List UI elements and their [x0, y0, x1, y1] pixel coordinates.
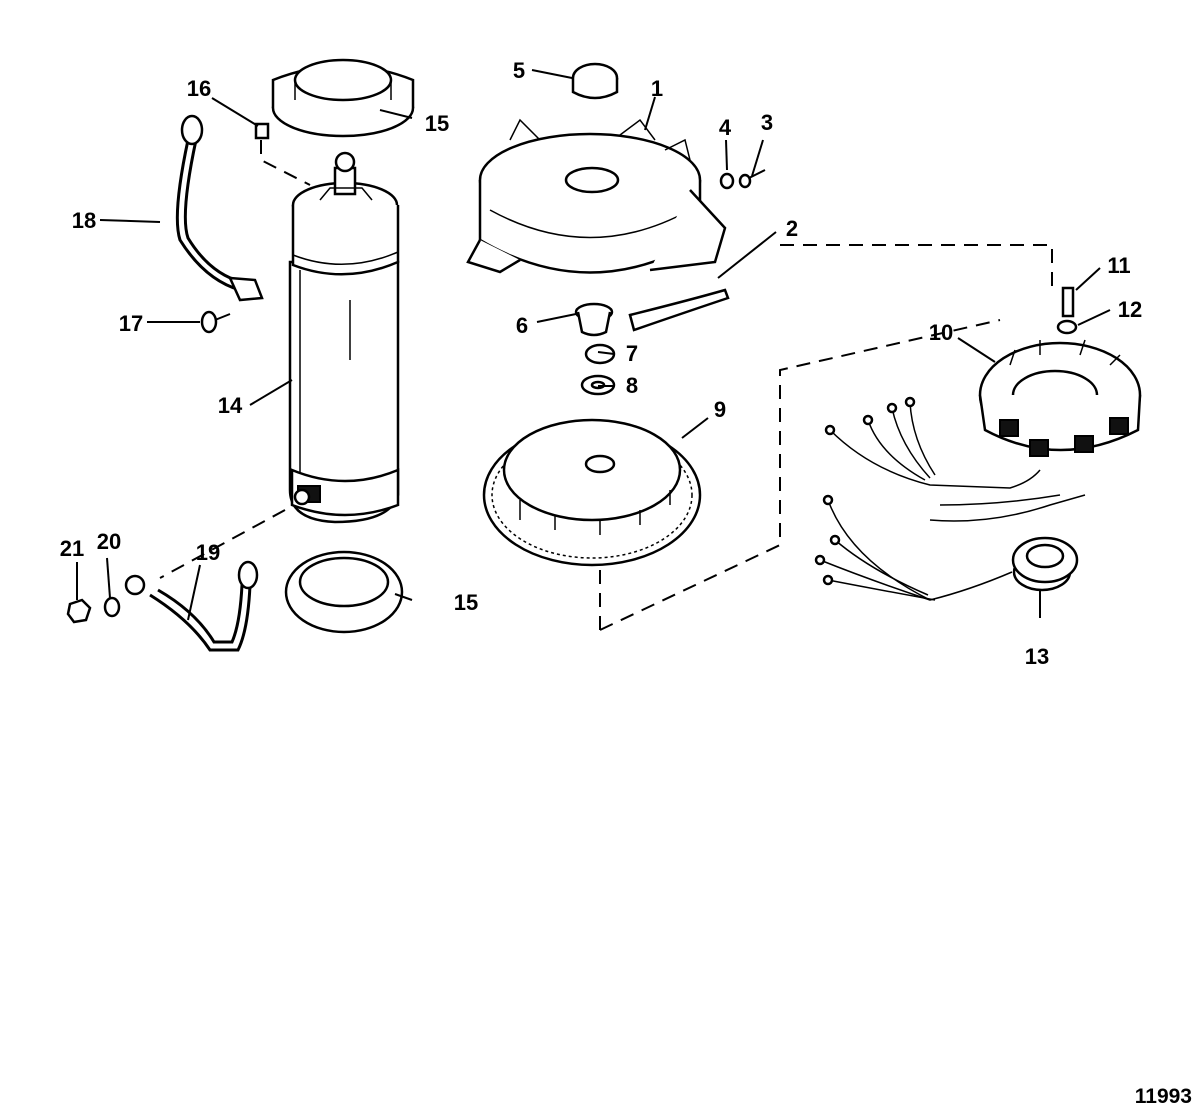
callout-5: 5	[513, 58, 525, 83]
callout-20: 20	[97, 529, 121, 554]
callout-6: 6	[516, 313, 528, 338]
screw-11	[1061, 286, 1075, 318]
assembly-lines	[159, 140, 1053, 631]
bushing-6	[574, 302, 614, 337]
cap-5	[571, 62, 619, 100]
washer-4	[719, 172, 735, 190]
cable-19	[124, 560, 259, 652]
callout-4: 4	[719, 115, 732, 140]
callout-7: 7	[626, 341, 638, 366]
screw-3	[738, 169, 766, 189]
leader-lines	[76, 69, 1111, 621]
nut-16	[254, 122, 270, 140]
washer-20	[103, 596, 121, 618]
callout-15-lower: 15	[454, 590, 478, 615]
callout-17: 17	[119, 311, 143, 336]
callout-12: 12	[1118, 297, 1142, 322]
callout-3: 3	[761, 110, 773, 135]
callout-16: 16	[187, 76, 211, 101]
callout-8: 8	[626, 373, 638, 398]
flywheel	[482, 418, 702, 567]
callouts: 1 2 3 4 5 6 7 8 9 10 11 12 13 14 15 15 1…	[60, 58, 1142, 669]
callout-1: 1	[651, 76, 663, 101]
callout-10: 10	[929, 320, 953, 345]
callout-19: 19	[196, 540, 220, 565]
callout-11: 11	[1107, 253, 1130, 278]
figure-number: 11993	[1135, 1085, 1192, 1108]
mounting-ring-lower	[284, 550, 404, 634]
starter-motor	[288, 151, 400, 524]
trigger-coil	[814, 494, 1079, 601]
stator	[978, 339, 1142, 457]
callout-18: 18	[72, 208, 96, 233]
nut-21	[66, 598, 92, 624]
callout-21: 21	[60, 536, 84, 561]
callout-13: 13	[1025, 644, 1049, 669]
washer-12	[1056, 319, 1078, 335]
bracket-2	[628, 288, 730, 332]
callout-2: 2	[786, 216, 798, 241]
callout-15-upper: 15	[425, 111, 449, 136]
bolt-17	[200, 310, 231, 334]
stator-wires	[824, 396, 1086, 522]
mounting-ring-upper	[271, 58, 415, 138]
flywheel-cover	[466, 118, 727, 274]
callout-14: 14	[218, 393, 243, 418]
callout-9: 9	[714, 397, 726, 422]
cable-18	[175, 114, 264, 302]
